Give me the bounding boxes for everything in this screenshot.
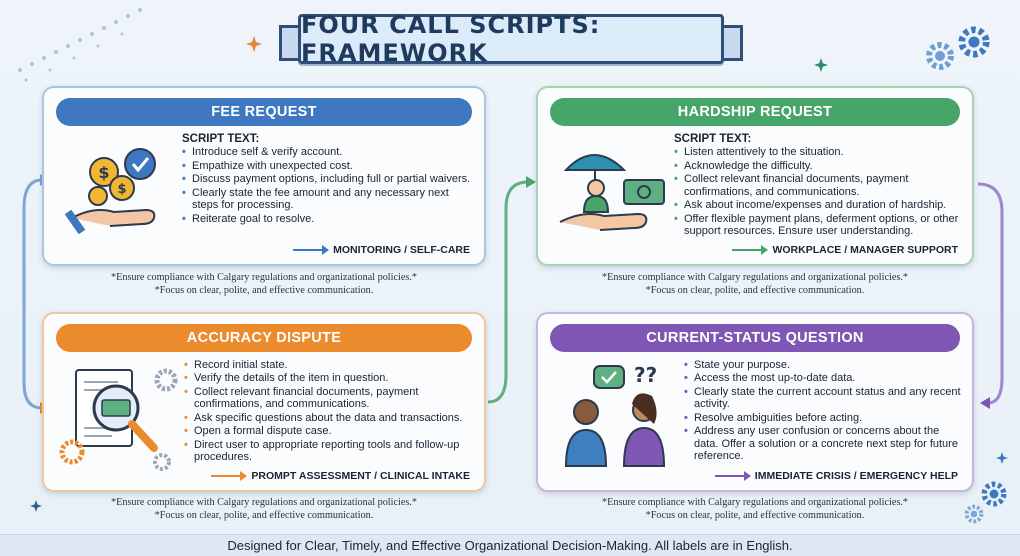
gear-icon — [926, 42, 954, 70]
script-text: Record initial state. Verify the details… — [184, 359, 474, 465]
script-label: SCRIPT TEXT: — [182, 133, 260, 145]
arrow-right-icon — [293, 245, 330, 255]
route-text: MONITORING / SELF-CARE — [333, 244, 470, 256]
gear-icon — [958, 26, 990, 58]
list-item: Acknowledge the difficulty. — [674, 160, 964, 173]
magnifier-document-icon — [59, 368, 178, 471]
note-line: *Focus on clear, polite, and effective c… — [154, 509, 374, 521]
gear-icon — [964, 504, 984, 524]
note-line: *Ensure compliance with Calgary regulati… — [602, 497, 908, 508]
compliance-note: *Ensure compliance with Calgary regulati… — [536, 272, 974, 297]
compliance-note: *Ensure compliance with Calgary regulati… — [42, 272, 486, 297]
list-item: Collect relevant financial documents, pa… — [184, 386, 474, 411]
footer-text: Designed for Clear, Timely, and Effectiv… — [227, 538, 793, 553]
page-title: FOUR CALL SCRIPTS: FRAMEWORK — [301, 11, 601, 67]
flow-connector-right — [977, 182, 1004, 409]
card-header: ACCURACY DISPUTE — [56, 324, 472, 352]
title-banner: FOUR CALL SCRIPTS: FRAMEWORK — [279, 11, 743, 67]
svg-text:$: $ — [117, 182, 126, 197]
card-header: FEE REQUEST — [56, 98, 472, 126]
list-item: Record initial state. — [184, 359, 474, 372]
arrow-right-icon — [211, 471, 248, 481]
list-item: State your purpose. — [684, 359, 966, 372]
list-item: Open a formal dispute case. — [184, 425, 474, 438]
sparkle-icon — [996, 452, 1008, 464]
list-item: Direct user to appropriate reporting too… — [184, 439, 474, 464]
route-label: IMMEDIATE CRISIS / EMERGENCY HELP — [714, 470, 958, 482]
note-line: *Focus on clear, polite, and effective c… — [645, 509, 865, 521]
list-item: Offer flexible payment plans, deferment … — [674, 213, 964, 238]
route-label: PROMPT ASSESSMENT / CLINICAL INTAKE — [211, 470, 470, 482]
list-item: Ask about income/expenses and duration o… — [674, 199, 964, 212]
script-text: SCRIPT TEXT: Listen attentively to the s… — [674, 133, 964, 238]
flow-connector-center — [487, 176, 536, 404]
route-label: MONITORING / SELF-CARE — [293, 244, 470, 256]
list-item: Reiterate goal to resolve. — [182, 213, 472, 226]
route-text: WORKPLACE / MANAGER SUPPORT — [772, 244, 958, 256]
sparkle-icon — [246, 36, 262, 52]
script-text: State your purpose. Access the most up-t… — [684, 359, 966, 463]
list-item: Clearly state the fee amount and any nec… — [182, 187, 472, 212]
route-label: WORKPLACE / MANAGER SUPPORT — [732, 244, 958, 256]
route-text: IMMEDIATE CRISIS / EMERGENCY HELP — [754, 470, 958, 482]
compliance-note: *Ensure compliance with Calgary regulati… — [42, 497, 486, 522]
arrow-right-icon — [732, 245, 769, 255]
svg-text:$: $ — [98, 163, 109, 182]
card-accuracy-dispute: ACCURACY DISPUTE Record initial state. V… — [42, 312, 486, 492]
script-text: SCRIPT TEXT: Introduce self & verify acc… — [182, 133, 472, 226]
list-item: Verify the details of the item in questi… — [184, 372, 474, 385]
compliance-note: *Ensure compliance with Calgary regulati… — [536, 497, 974, 522]
dot-pattern-decoration — [18, 8, 142, 82]
list-item: Access the most up-to-date data. — [684, 372, 966, 385]
list-item: Listen attentively to the situation. — [674, 146, 964, 159]
card-fee-request: FEE REQUEST $ $ SCRIPT TEXT: Introduce s… — [42, 86, 486, 266]
card-header: CURRENT-STATUS QUESTION — [550, 324, 960, 352]
list-item: Ask specific questions about the data an… — [184, 412, 474, 425]
list-item: Collect relevant financial documents, pa… — [674, 173, 964, 198]
bullet-list: Listen attentively to the situation. Ack… — [674, 146, 964, 237]
arrow-right-icon — [714, 471, 751, 481]
list-item: Discuss payment options, including full … — [182, 173, 472, 186]
bullet-list: Record initial state. Verify the details… — [184, 359, 474, 463]
hand-coins-icon: $ $ — [64, 148, 156, 235]
list-item: Address any user confusion or concerns a… — [684, 425, 966, 462]
conversation-people-icon: ?? — [564, 363, 666, 467]
note-line: *Focus on clear, polite, and effective c… — [154, 284, 374, 296]
bullet-list: State your purpose. Access the most up-t… — [684, 359, 966, 462]
footer-bar: Designed for Clear, Timely, and Effectiv… — [0, 534, 1020, 556]
note-line: *Focus on clear, polite, and effective c… — [645, 284, 865, 296]
list-item: Resolve ambiguities before acting. — [684, 412, 966, 425]
svg-text:??: ?? — [634, 363, 657, 387]
list-item: Introduce self & verify account. — [182, 146, 472, 159]
sparkle-icon — [30, 500, 42, 512]
script-label: SCRIPT TEXT: — [674, 133, 752, 145]
card-hardship-request: HARDSHIP REQUEST SCRIPT TEXT: Listen att… — [536, 86, 974, 266]
route-text: PROMPT ASSESSMENT / CLINICAL INTAKE — [251, 470, 470, 482]
umbrella-hand-icon — [559, 154, 665, 231]
list-item: Empathize with unexpected cost. — [182, 160, 472, 173]
sparkle-icon — [814, 58, 828, 72]
bullet-list: Introduce self & verify account. Empathi… — [182, 146, 472, 225]
card-header: HARDSHIP REQUEST — [550, 98, 960, 126]
gear-icon — [981, 481, 1007, 507]
note-line: *Ensure compliance with Calgary regulati… — [111, 497, 417, 508]
list-item: Clearly state the current account status… — [684, 386, 966, 411]
note-line: *Ensure compliance with Calgary regulati… — [111, 272, 417, 283]
card-current-status-question: CURRENT-STATUS QUESTION ?? State your pu… — [536, 312, 974, 492]
note-line: *Ensure compliance with Calgary regulati… — [602, 272, 908, 283]
